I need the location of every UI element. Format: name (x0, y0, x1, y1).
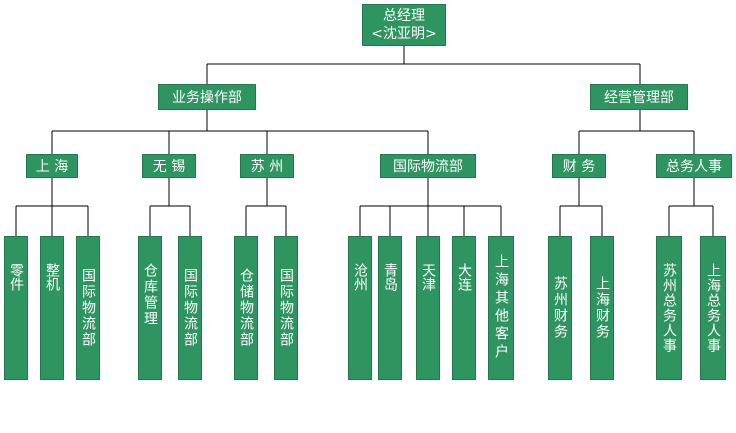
connector-6 (359, 178, 502, 236)
connector-8 (668, 178, 714, 236)
connector-1 (51, 110, 429, 154)
node-ceo[interactable]: 总经理 <沈亚明> (362, 4, 446, 46)
node-general-hr[interactable]: 总务人事 (656, 154, 732, 178)
connector-0 (206, 46, 641, 84)
node-sh-whole[interactable]: 整机 (40, 236, 64, 380)
node-il-tianjin[interactable]: 天津 (416, 236, 440, 380)
node-hr-suzhou[interactable]: 苏州总务人事 (656, 236, 682, 380)
connector-5 (245, 178, 287, 236)
connector-7 (559, 178, 603, 236)
node-shanghai[interactable]: 上 海 (26, 154, 78, 178)
connector-3 (15, 178, 89, 236)
node-mgmt[interactable]: 经营管理部 (590, 84, 688, 110)
ceo-title: 总经理 (383, 8, 425, 24)
connector-4 (149, 178, 191, 236)
node-hr-shanghai[interactable]: 上海总务人事 (700, 236, 726, 380)
node-suzhou[interactable]: 苏 州 (240, 154, 294, 178)
node-sh-parts[interactable]: 零件 (4, 236, 28, 380)
node-wuxi[interactable]: 无 锡 (142, 154, 196, 178)
node-sz-intl[interactable]: 国际物流部 (274, 236, 298, 380)
node-il-dalian[interactable]: 大连 (452, 236, 476, 380)
node-wx-warehouse[interactable]: 仓库管理 (138, 236, 162, 380)
node-wx-intl[interactable]: 国际物流部 (178, 236, 202, 380)
ceo-person: <沈亚明> (371, 26, 437, 42)
node-il-qingdao[interactable]: 青岛 (378, 236, 402, 380)
node-finance[interactable]: 财 务 (552, 154, 606, 178)
node-sz-storage[interactable]: 仓储物流部 (234, 236, 258, 380)
node-intl-logistics[interactable]: 国际物流部 (380, 154, 476, 178)
node-fin-shanghai[interactable]: 上海财务 (590, 236, 614, 380)
node-il-cangzhou[interactable]: 沧州 (348, 236, 372, 380)
node-fin-suzhou[interactable]: 苏州财务 (548, 236, 572, 380)
node-sh-intl[interactable]: 国际物流部 (76, 236, 100, 380)
connector-2 (578, 110, 695, 154)
node-biz-ops[interactable]: 业务操作部 (158, 84, 256, 110)
node-il-sh-other[interactable]: 上海其他客户 (488, 236, 514, 380)
